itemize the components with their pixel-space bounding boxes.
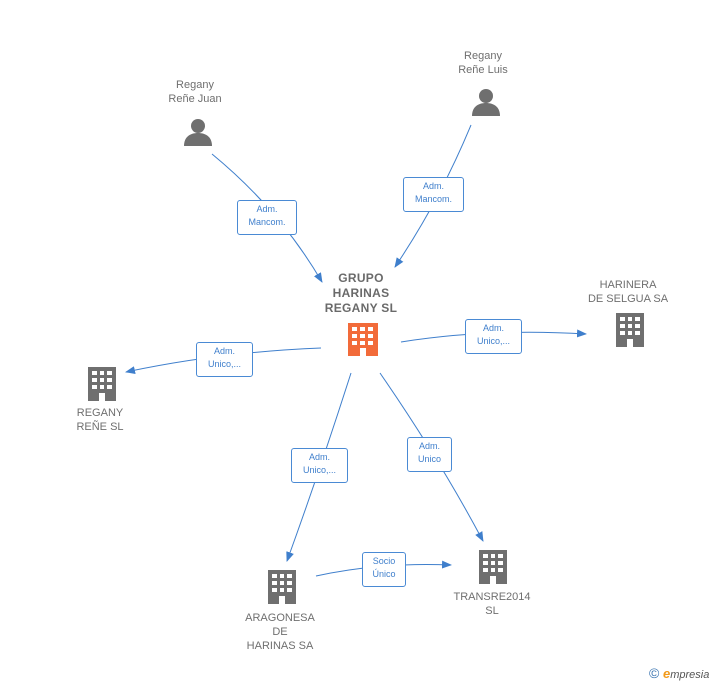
label-line: DE xyxy=(272,626,288,638)
node-label-transre[interactable]: TRANSRE2014 SL xyxy=(442,590,542,618)
label-line: TRANSRE2014 xyxy=(453,591,531,603)
edge-label-luis-center[interactable]: Adm. Mancom. xyxy=(403,177,464,212)
edge-label-line: Adm. xyxy=(256,204,278,214)
edge-label-center-aragonesa[interactable]: Adm. Unico,... xyxy=(291,448,348,483)
node-label-person-luis[interactable]: Regany Reñe Luis xyxy=(438,49,528,77)
brand-name: mpresia xyxy=(670,669,710,681)
edge-label-line: Mancom. xyxy=(248,217,286,227)
edge-label-line: Mancom. xyxy=(414,194,452,204)
brand-e: e xyxy=(662,666,671,681)
label-line: GRUPO xyxy=(338,271,384,285)
node-label-aragonesa[interactable]: ARAGONESA DE HARINAS SA xyxy=(230,611,330,653)
building-icon xyxy=(88,367,116,401)
edge-label-center-regany[interactable]: Adm. Unico,... xyxy=(196,342,253,377)
edge-label-juan-center[interactable]: Adm. Mancom. xyxy=(237,200,297,235)
label-line: SL xyxy=(485,605,499,617)
building-icon xyxy=(479,550,507,584)
edge-label-center-harinera[interactable]: Adm. Unico,... xyxy=(465,319,522,354)
building-icon xyxy=(616,313,644,347)
copyright-icon: © xyxy=(649,665,660,681)
label-line: REGANY SL xyxy=(324,301,398,315)
person-icon xyxy=(472,89,500,116)
label-line: HARINAS xyxy=(332,286,390,300)
label-line: REÑE SL xyxy=(76,421,124,433)
label-line: Reñe Juan xyxy=(168,93,222,105)
label-line: HARINAS SA xyxy=(246,640,314,652)
label-line: Regany xyxy=(464,50,502,62)
edge-label-line: Adm. xyxy=(482,323,504,333)
edge-label-center-transre[interactable]: Adm. Unico xyxy=(407,437,452,472)
edge-label-line: Único xyxy=(372,569,396,579)
edge-label-line: Adm. xyxy=(308,452,330,462)
node-label-harinera[interactable]: HARINERA DE SELGUA SA xyxy=(573,278,683,306)
edge-label-line: Socio xyxy=(372,556,396,566)
edge-label-line: Unico,... xyxy=(476,336,510,346)
edge-label-line: Unico,... xyxy=(207,359,241,369)
empresia-logo[interactable]: © empresia xyxy=(649,665,709,681)
label-line: ARAGONESA xyxy=(245,612,315,624)
label-line: Reñe Luis xyxy=(458,64,508,76)
node-label-regany-rene[interactable]: REGANY REÑE SL xyxy=(55,406,145,434)
node-label-center-company[interactable]: GRUPO HARINAS REGANY SL xyxy=(306,271,416,316)
label-line: DE SELGUA SA xyxy=(587,293,669,305)
building-icon-center xyxy=(348,323,378,356)
edge-label-line: Adm. xyxy=(418,441,440,451)
building-icon xyxy=(268,570,296,604)
edge-label-line: Unico xyxy=(417,454,441,464)
person-icon xyxy=(184,119,212,146)
label-line: Regany xyxy=(176,79,214,91)
edge-label-line: Adm. xyxy=(213,346,235,356)
edge-label-line: Adm. xyxy=(422,181,444,191)
label-line: HARINERA xyxy=(599,279,657,291)
node-label-person-juan[interactable]: Regany Reñe Juan xyxy=(150,78,240,106)
edge-label-aragonesa-transre[interactable]: Socio Único xyxy=(362,552,406,587)
label-line: REGANY xyxy=(76,407,124,419)
edge-label-line: Unico,... xyxy=(302,465,336,475)
